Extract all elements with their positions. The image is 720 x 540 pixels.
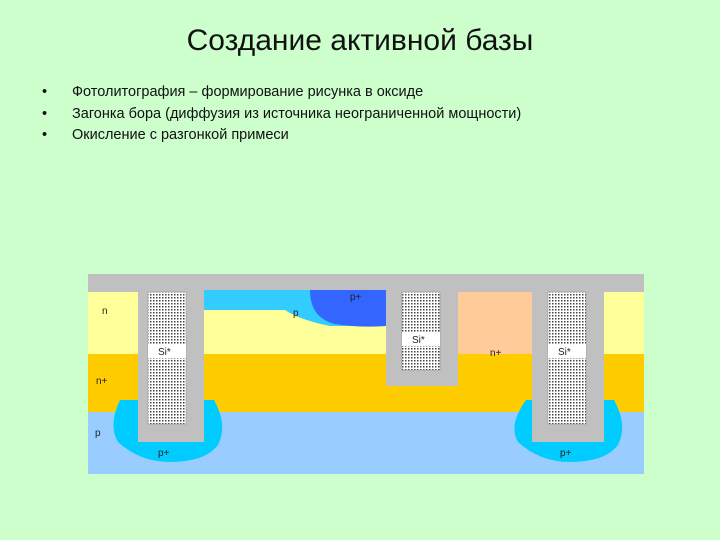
bullet-dot: • bbox=[42, 105, 48, 122]
oxide-top-strip-right bbox=[386, 274, 644, 292]
bullet-item: • Окисление с разгонкой примеси bbox=[40, 125, 521, 147]
p-plus-top-region bbox=[310, 290, 386, 327]
bullet-text: Загонка бора (диффузия из источника неог… bbox=[72, 105, 522, 122]
si-label-bg-right bbox=[548, 344, 586, 358]
oxide-top-strip-left bbox=[88, 274, 204, 292]
bullet-text: Фотолитография – формирование рисунка в … bbox=[72, 84, 424, 100]
si-label-bg-middle bbox=[402, 332, 440, 346]
label-si-right: Si* bbox=[558, 347, 571, 358]
bullet-dot: • bbox=[42, 127, 48, 143]
oxide-top-strip-mid bbox=[204, 274, 386, 290]
bullet-list: • Фотолитография – формирование рисунка … bbox=[40, 82, 521, 147]
slide-title: Создание активной базы bbox=[186, 24, 534, 57]
polysilicon-fill-middle bbox=[401, 291, 441, 371]
label-si-left: Si* bbox=[158, 347, 171, 358]
label-n-plus-collector: n+ bbox=[490, 348, 502, 359]
label-n-plus-buried: n+ bbox=[96, 376, 108, 387]
bullet-dot: • bbox=[42, 84, 48, 100]
bullet-item: • Загонка бора (диффузия из источника не… bbox=[40, 104, 521, 126]
label-p-plus-right: p+ bbox=[560, 448, 572, 459]
si-label-bg-left bbox=[148, 344, 186, 358]
label-p-plus-top: p+ bbox=[350, 292, 362, 303]
bullet-text: Окисление с разгонкой примеси bbox=[72, 127, 289, 143]
label-p-region: p bbox=[293, 308, 299, 319]
bullet-item: • Фотолитография – формирование рисунка … bbox=[40, 82, 521, 104]
label-si-middle: Si* bbox=[412, 335, 425, 346]
label-p-substrate: p bbox=[95, 428, 101, 439]
label-p-plus-left: p+ bbox=[158, 448, 170, 459]
n-plus-collector-region bbox=[458, 290, 532, 354]
label-n-region: n bbox=[102, 306, 108, 317]
